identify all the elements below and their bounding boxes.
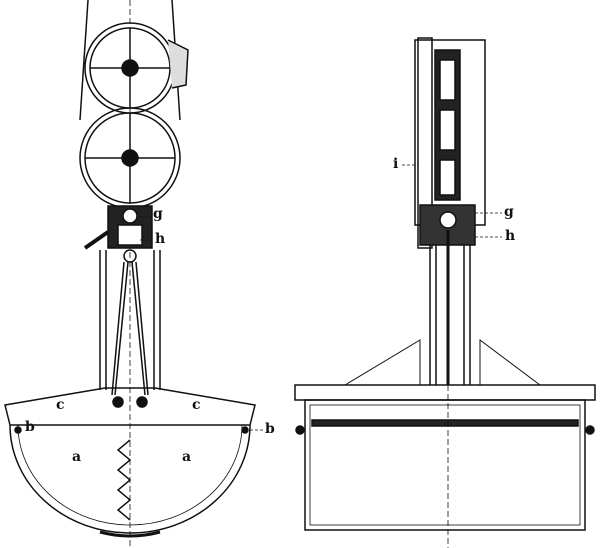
upper-pulley <box>84 22 189 114</box>
label-g-right: g <box>504 204 514 220</box>
side-view <box>294 37 596 548</box>
rope-left <box>79 0 89 121</box>
label-g-left: g <box>153 206 163 222</box>
label-c-left: c <box>56 397 65 413</box>
front-view <box>4 0 264 548</box>
label-a-left: a <box>72 449 82 465</box>
label-h-left: h <box>155 231 166 247</box>
gear-housing <box>83 205 153 250</box>
label-b-left: b <box>25 419 35 435</box>
label-a-right: a <box>182 449 192 465</box>
label-h-right: h <box>505 228 516 244</box>
column <box>99 249 161 396</box>
label-c-right: c <box>192 397 201 413</box>
label-i: i <box>393 156 399 172</box>
bucket <box>4 387 256 538</box>
label-b-right: b <box>265 421 275 437</box>
leader-lines <box>140 216 264 431</box>
